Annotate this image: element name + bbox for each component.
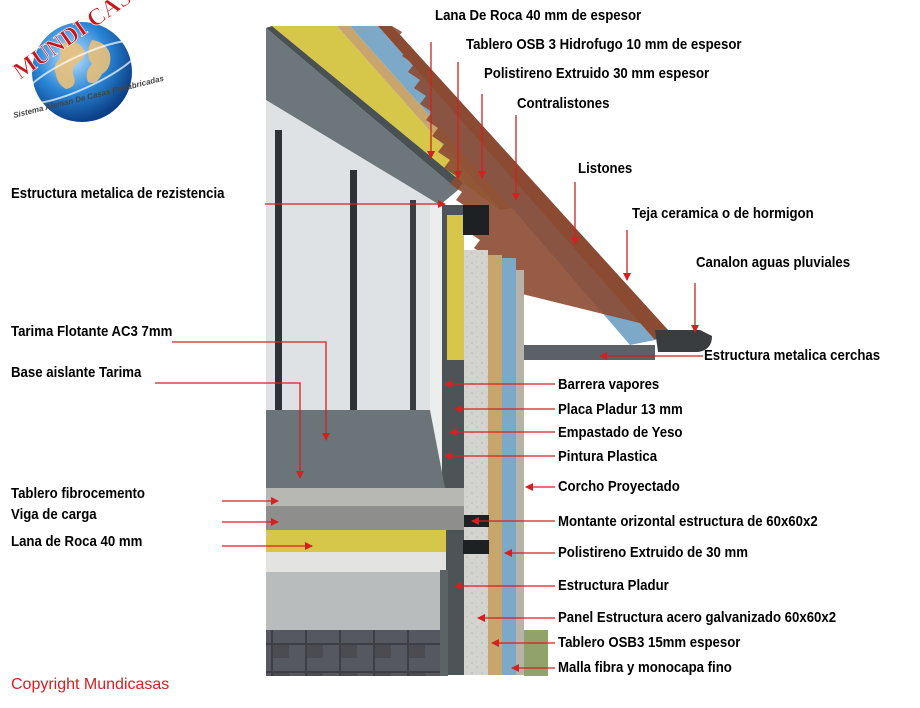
roof-steel-structure xyxy=(266,28,458,205)
room-below-wall xyxy=(266,572,440,630)
label-canalon: Canalon aguas pluviales xyxy=(696,254,851,271)
wall-osb xyxy=(488,255,502,675)
label-tablero-osb3-hidrofugo: Tablero OSB 3 Hidrofugo 10 mm de espesor xyxy=(466,36,742,53)
wall-xps xyxy=(502,258,516,675)
label-tablero-osb3-15: Tablero OSB3 15mm espesor xyxy=(558,634,741,651)
wall-cork-core xyxy=(464,250,488,675)
label-estructura-rezistencia: Estructura metalica de rezistencia xyxy=(11,185,225,202)
copyright-text: Copyright Mundicasas xyxy=(11,676,170,693)
room-below-doorframe xyxy=(440,570,448,676)
floor-beam xyxy=(266,506,464,530)
label-estructura-cerchas: Estructura metalica cerchas xyxy=(704,347,881,364)
label-placa-pladur: Placa Pladur 13 mm xyxy=(558,401,683,418)
label-lana-roca-40-espesor: Lana De Roca 40 mm de espesor xyxy=(435,7,642,24)
callout-arrows xyxy=(155,42,703,672)
label-polistireno-30-espesor: Polistireno Extruido 30 mm espesor xyxy=(484,65,710,82)
label-malla-fibra: Malla fibra y monocapa fino xyxy=(558,659,732,676)
wall-render xyxy=(516,270,524,675)
globe-continents xyxy=(54,40,111,89)
globe-icon xyxy=(32,22,132,122)
roof-tile-teeth xyxy=(392,26,668,330)
window-post xyxy=(410,200,416,410)
label-contralistones: Contralistones xyxy=(517,95,610,112)
label-pintura-plastica: Pintura Plastica xyxy=(558,448,658,465)
roof-steel-structure-edge xyxy=(266,26,463,190)
globe-ring xyxy=(20,39,144,105)
label-corcho-proyectado: Corcho Proyectado xyxy=(558,478,680,495)
roof-rock-wool xyxy=(272,26,500,210)
label-tarima-flotante: Tarima Flotante AC3 7mm xyxy=(11,323,173,340)
ceiling-below xyxy=(266,552,446,572)
wall-interior-board xyxy=(430,205,442,487)
window-post xyxy=(350,170,357,410)
label-panel-estructura: Panel Estructura acero galvanizado 60x60… xyxy=(558,609,837,626)
label-barrera-vapores: Barrera vapores xyxy=(558,376,660,393)
window-post xyxy=(275,130,282,410)
gutter xyxy=(655,330,712,352)
wall-steel-post xyxy=(463,205,489,235)
label-lana-roca-40: Lana de Roca 40 mm xyxy=(11,533,143,550)
floor-rock-wool xyxy=(266,530,446,552)
label-viga-carga: Viga de carga xyxy=(11,506,97,523)
label-polistireno-30: Polistireno Extruido de 30 mm xyxy=(558,544,748,561)
label-listones: Listones xyxy=(578,160,633,177)
arrow-base-aislante xyxy=(155,382,304,479)
wall-steel-post xyxy=(463,540,489,554)
label-empastado-yeso: Empastado de Yeso xyxy=(558,424,683,441)
truss-structure xyxy=(522,345,655,360)
wall-rock-wool xyxy=(447,215,464,360)
label-montante-orizontal: Montante orizontal estructura de 60x60x2 xyxy=(558,513,818,530)
label-teja: Teja ceramica o de hormigon xyxy=(632,205,814,222)
label-base-aislante: Base aislante Tarima xyxy=(11,364,142,381)
arrow-tarima-flotante xyxy=(172,341,330,441)
room-below-floor xyxy=(266,630,440,676)
ground-plinth xyxy=(524,630,548,676)
label-estructura-pladur: Estructura Pladur xyxy=(558,577,669,594)
floor-fibre-cement xyxy=(266,488,464,506)
label-tablero-fibrocemento: Tablero fibrocemento xyxy=(11,485,145,502)
floor-floating xyxy=(266,410,445,488)
mundicasas-logo: MUNDI CASAS Sistema Aleman De Casas Pref… xyxy=(8,0,165,122)
